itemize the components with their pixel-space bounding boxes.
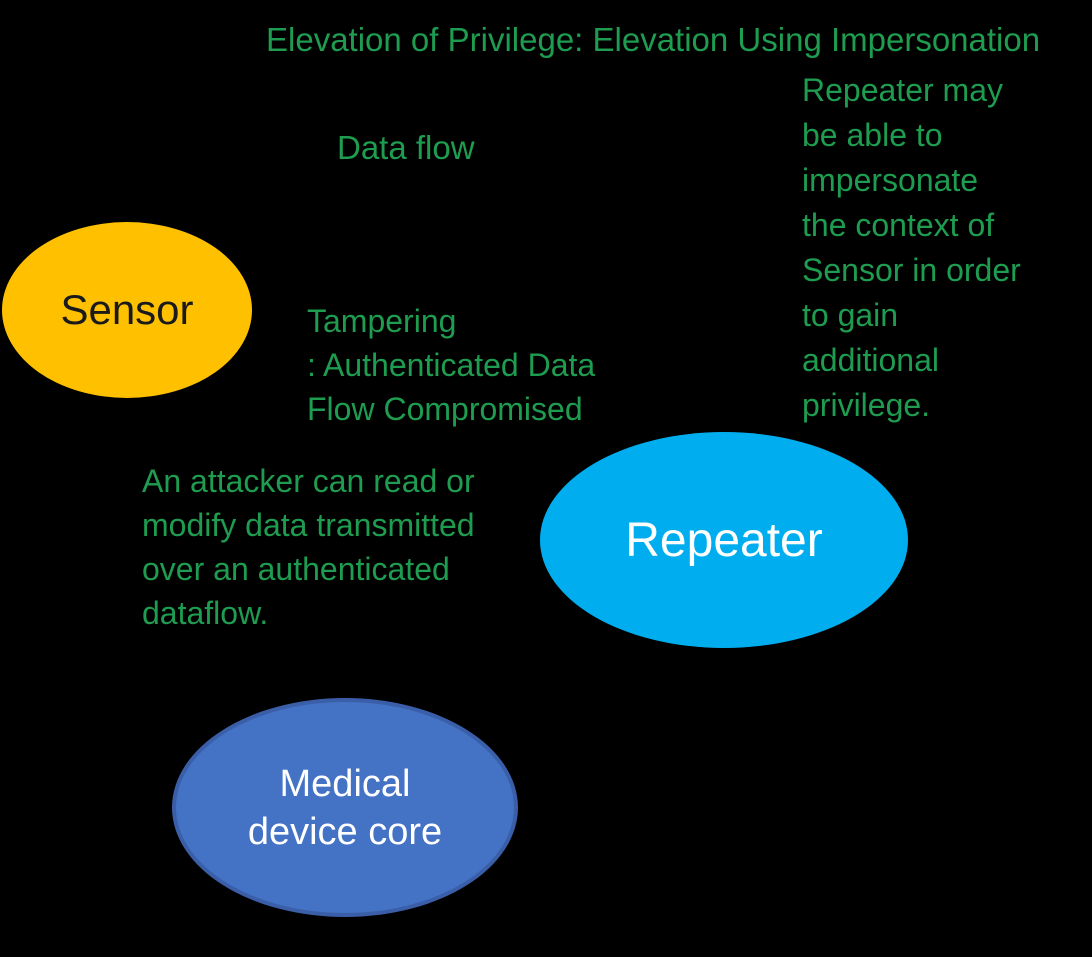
impersonation-note-line: impersonate: [802, 162, 979, 198]
threat-category-line: : Authenticated Data: [307, 347, 596, 383]
impersonation-note-line: the context of: [802, 207, 995, 243]
node-sensor-label: Sensor: [60, 286, 194, 333]
threat-category-line: Tampering: [307, 303, 457, 339]
threat-description: An attacker can read or modify data tran…: [142, 459, 475, 635]
impersonation-note-line: be able to: [802, 117, 943, 153]
data-flow-label: Data flow: [337, 129, 475, 166]
impersonation-note-line: to gain: [802, 297, 899, 333]
threat-description-line: An attacker can read or: [142, 463, 475, 499]
node-medical-device-core-label-line: device core: [247, 810, 443, 853]
node-repeater[interactable]: Repeater: [540, 432, 908, 648]
threat-description-line: dataflow.: [142, 595, 269, 631]
impersonation-note-line: additional: [802, 342, 939, 378]
impersonation-note-line: privilege.: [802, 387, 931, 423]
threat-category-line: Flow Compromised: [307, 391, 583, 427]
impersonation-note-line: Repeater may: [802, 72, 1003, 108]
node-medical-device-core-label-line: Medical: [279, 762, 411, 805]
threat-description-line: modify data transmitted: [142, 507, 475, 543]
node-sensor[interactable]: Sensor: [2, 222, 252, 398]
impersonation-note: Repeater may be able to impersonate the …: [802, 68, 1021, 428]
diagram-title: Elevation of Privilege: Elevation Using …: [266, 21, 1041, 58]
node-medical-device-core[interactable]: Medical device core: [172, 698, 518, 917]
impersonation-note-line: Sensor in order: [802, 252, 1021, 288]
threat-category-label: Tampering : Authenticated Data Flow Comp…: [307, 299, 595, 431]
node-repeater-label: Repeater: [625, 513, 823, 567]
threat-description-line: over an authenticated: [142, 551, 450, 587]
node-medical-device-core-label: Medical device core: [248, 760, 442, 856]
